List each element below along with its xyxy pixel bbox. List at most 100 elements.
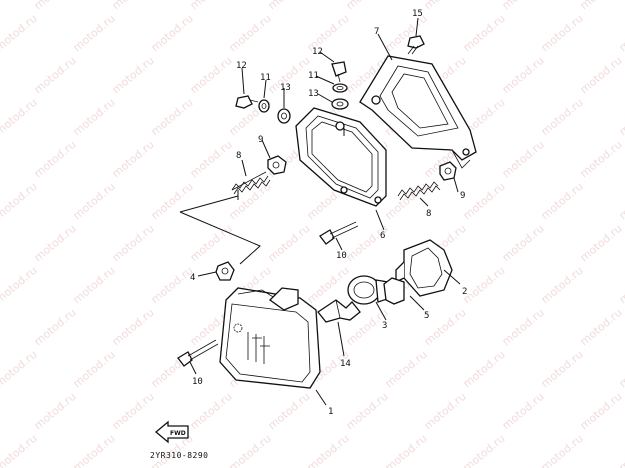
callout-4: 4 (190, 273, 195, 283)
washer-11-right (332, 83, 348, 93)
watermark-text: motod.ru (578, 0, 625, 12)
watermark-text: motod.ru (617, 348, 625, 390)
callout-13-left: 13 (280, 83, 291, 93)
callout-14: 14 (340, 359, 351, 369)
watermark-text: motod.ru (617, 432, 625, 468)
watermark-text: motod.ru (71, 432, 118, 468)
watermark-text: motod.ru (110, 306, 157, 348)
callout-11-right: 11 (308, 71, 319, 81)
watermark-text: motod.ru (422, 390, 469, 432)
watermark-text: motod.ru (266, 390, 313, 432)
callouts: 1 2 3 4 5 6 7 8 8 9 9 10 10 11 11 12 12 … (190, 9, 467, 417)
watermark-text: motod.ru (0, 138, 1, 180)
callout-15: 15 (412, 9, 423, 19)
watermark-text: motod.ru (71, 12, 118, 54)
callout-13-right: 13 (308, 89, 319, 99)
watermark-text: motod.ru (578, 306, 625, 348)
watermark-text: motod.ru (344, 390, 391, 432)
watermark-text: motod.ru (500, 0, 547, 12)
watermark-text: motod.ru (227, 12, 274, 54)
watermark-text: motod.ru (188, 222, 235, 264)
bulb-socket (347, 275, 391, 305)
watermark-text: motod.ru (539, 96, 586, 138)
callout-12-right: 12 (312, 47, 323, 57)
watermark-text: motod.ru (266, 0, 313, 12)
watermark-text: motod.ru (0, 222, 1, 264)
watermark-text: motod.ru (32, 138, 79, 180)
watermark-text: motod.ru (539, 12, 586, 54)
collar-13-left (277, 108, 291, 124)
callout-10-lower: 10 (192, 377, 203, 387)
callout-9-left: 9 (258, 135, 263, 145)
watermark-text: motod.ru (0, 348, 40, 390)
watermark-text: motod.ru (578, 390, 625, 432)
watermark-text: motod.ru (0, 432, 40, 468)
watermark-text: motod.ru (188, 390, 235, 432)
washer-11-left (258, 99, 270, 113)
watermark-text: motod.ru (149, 264, 196, 306)
bolt (215, 261, 235, 281)
watermark-text: motod.ru (32, 222, 79, 264)
screw-lower (177, 339, 219, 367)
watermark-text: motod.ru (539, 432, 586, 468)
watermark-text: motod.ru (617, 180, 625, 222)
watermark-text: motod.ru (0, 0, 1, 12)
guide-lines (179, 128, 345, 265)
screw-upper (319, 221, 359, 245)
watermark-text: motod.ru (71, 180, 118, 222)
watermark-text: motod.ru (188, 138, 235, 180)
callout-10-upper: 10 (336, 251, 347, 261)
watermark-text: motod.ru (71, 264, 118, 306)
watermark-text: motod.ru (461, 12, 508, 54)
watermark-text: motod.ru (539, 264, 586, 306)
callout-6: 6 (380, 231, 385, 241)
callout-9-right: 9 (460, 191, 465, 201)
watermark-text: motod.ru (617, 96, 625, 138)
watermark-text: motod.ru (0, 180, 40, 222)
watermark-text: motod.ru (539, 180, 586, 222)
adjust-spring-right (397, 181, 441, 201)
diagram-code: 2YR310-8290 (150, 451, 208, 460)
watermark-text: motod.ru (188, 54, 235, 96)
bulb (317, 299, 361, 323)
fwd-arrow-icon: FWD (154, 420, 189, 444)
bolt-12-right (331, 61, 347, 83)
socket-cover (395, 239, 453, 297)
callout-8-right: 8 (426, 209, 431, 219)
watermark-text: motod.ru (0, 96, 40, 138)
watermark-text: motod.ru (305, 264, 352, 306)
watermark-text: motod.ru (578, 222, 625, 264)
clip (383, 277, 405, 305)
watermark-text: motod.ru (188, 0, 235, 12)
adjust-spring-left (231, 171, 271, 195)
watermark-text: motod.ru (0, 390, 1, 432)
watermark-text: motod.ru (617, 12, 625, 54)
watermark-text: motod.ru (266, 222, 313, 264)
watermark-text: motod.ru (383, 432, 430, 468)
watermark-text: motod.ru (227, 432, 274, 468)
watermark-text: motod.ru (110, 390, 157, 432)
headlight-unit (219, 287, 321, 389)
callout-12-left: 12 (236, 61, 247, 71)
watermark-text: motod.ru (32, 306, 79, 348)
watermark-text: motod.ru (0, 306, 1, 348)
headlight-rim (295, 107, 387, 207)
watermark-text: motod.ru (461, 264, 508, 306)
watermark-text: motod.ru (500, 54, 547, 96)
watermark-text: motod.ru (578, 54, 625, 96)
watermark-text: motod.ru (0, 264, 40, 306)
callout-3: 3 (382, 321, 387, 331)
watermark-text: motod.ru (110, 138, 157, 180)
callout-5: 5 (424, 311, 429, 321)
watermark-text: motod.ru (539, 348, 586, 390)
watermark-text: motod.ru (0, 12, 40, 54)
watermark-text: motod.ru (500, 222, 547, 264)
callout-8-left: 8 (236, 151, 241, 161)
callout-2: 2 (462, 287, 467, 297)
watermark-text: motod.ru (461, 180, 508, 222)
collar-13-right (331, 98, 349, 110)
watermark-text: motod.ru (110, 0, 157, 12)
watermark-text: motod.ru (0, 54, 1, 96)
fwd-label: FWD (170, 430, 186, 437)
watermark-text: motod.ru (422, 0, 469, 12)
